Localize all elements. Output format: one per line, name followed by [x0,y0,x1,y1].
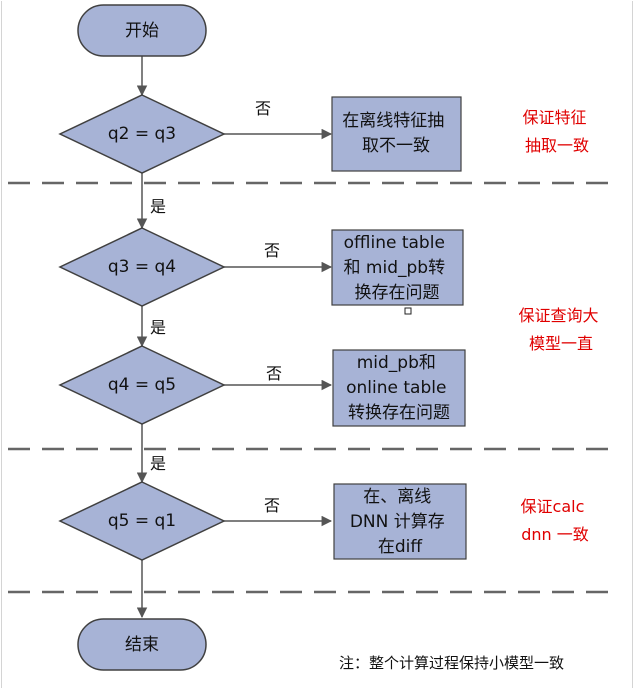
result-box-2-line-3: 换存在问题 [355,283,440,303]
side-note-3: 保证calc dnn 一致 [521,497,590,544]
result-box-1-line-1: 在离线特征抽 [342,111,444,131]
decision-q2-q3-label: q2 = q3 [108,124,176,144]
decision-q4-q5 [58,345,226,425]
side-note-3-line-2: dnn 一致 [521,525,589,544]
result-box-4-line-3: 在diff [378,537,424,557]
side-note-1-line-2: 抽取一致 [525,136,589,155]
side-note-3-line-1: 保证calc [521,497,585,516]
decision-q3-q4 [58,227,226,307]
end-label: 结束 [125,635,159,655]
result-box-4 [333,483,467,560]
decision-q5-q1-no-label: 否 [264,496,280,515]
result-box-3-text: mid_pb和 online table 转换存在问题 [346,353,452,423]
result-box-3-line-1: mid_pb和 [357,353,436,373]
result-box-2-text: offline table 和 mid_pb转 换存在问题 [344,233,451,303]
decision-q5-q1 [58,481,226,561]
side-note-1-line-1: 保证特征 [522,108,586,127]
decision-q3-q4-yes-label: 是 [150,318,166,337]
result-box-2-line-2: 和 mid_pb转 [344,258,446,278]
decision-q4-q5-yes-label: 是 [150,454,166,473]
side-note-2: 保证查询大 模型一直 [518,306,603,353]
result-box-1 [331,96,462,172]
footnote: 注：整个计算过程保持小模型一致 [339,654,564,672]
decision-q4-q5-no-label: 否 [266,364,282,383]
decision-q5-q1-label: q5 = q1 [108,511,176,531]
decision-q2-q3 [58,94,226,174]
start-label: 开始 [125,21,159,41]
start-node [77,4,207,57]
result-box-2-line-1: offline table [344,233,445,253]
decision-q2-q3-no-label: 否 [255,99,271,118]
end-node [77,618,207,671]
decision-q4-q5-label: q4 = q5 [108,375,176,395]
result-box-1-text: 在离线特征抽 取不一致 [342,111,449,156]
result-box-2 [331,229,464,306]
side-note-2-line-1: 保证查询大 [518,306,598,325]
result-box-4-text: 在、离线 DNN 计算存 在diff [350,487,450,557]
side-note-1: 保证特征 抽取一致 [522,108,591,155]
decision-q2-q3-yes-label: 是 [150,197,166,216]
result-box-3-line-2: online table [346,378,446,398]
result-box-3-line-3: 转换存在问题 [348,403,450,423]
decision-q3-q4-no-label: 否 [264,241,280,260]
result-box-4-line-2: DNN 计算存 [350,512,445,532]
decision-q3-q4-label: q3 = q4 [108,257,176,277]
result-box-1-line-2: 取不一致 [362,136,430,156]
result-box-4-line-1: 在、离线 [363,487,431,507]
side-note-2-line-2: 模型一直 [529,334,593,353]
selection-handle [404,307,412,315]
result-box-3 [332,349,466,427]
